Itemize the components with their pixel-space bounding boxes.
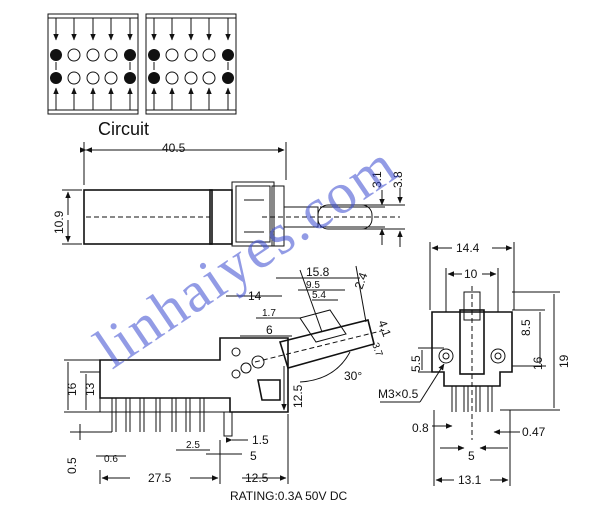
dim-end-8-5: 8.5 <box>519 319 533 336</box>
dim-side-13: 13 <box>83 382 97 396</box>
dim-side-4-1: 4.1 <box>375 318 394 339</box>
side-view: 14 15.8 9.5 5.4 2.4 1.7 6 4.1 3.7 30° 12… <box>64 265 394 485</box>
contact-open <box>67 71 81 85</box>
contact-open <box>202 71 216 85</box>
dim-end-5-5: 5.5 <box>409 355 423 372</box>
contact-open <box>86 48 100 62</box>
contact-filled <box>50 72 62 84</box>
contact-open <box>202 48 216 62</box>
side-shaft-angled <box>254 265 386 369</box>
dim-side-5-4: 5.4 <box>312 290 326 301</box>
dim-side-15-8: 15.8 <box>306 265 330 279</box>
dim-top-height: 10.9 <box>52 210 66 234</box>
top-view: 40.5 10.9 3.1 3.8 <box>52 141 405 247</box>
side-pivot <box>251 355 265 369</box>
contact-open <box>104 71 118 85</box>
contact-filled <box>50 49 62 61</box>
side-hole <box>231 347 241 357</box>
dim-side-16: 16 <box>65 382 79 396</box>
dim-top-width: 40.5 <box>162 141 186 155</box>
contact-open <box>67 48 81 62</box>
end-screw-hole <box>438 348 454 364</box>
watermark: linhaiyes.com <box>83 131 409 380</box>
dim-side-2-4: 2.4 <box>352 270 371 291</box>
dim-end-13-1: 13.1 <box>458 473 482 487</box>
end-screw-hole <box>490 348 506 364</box>
rating-label: RATING:0.3A 50V DC <box>230 489 347 503</box>
dim-side-12-5-v: 12.5 <box>291 384 305 408</box>
circuit-label: Circuit <box>98 119 149 139</box>
circuit-bank-right <box>145 13 237 115</box>
contact-open <box>184 71 198 85</box>
contact-filled <box>148 49 160 61</box>
contact-filled <box>124 72 136 84</box>
dim-side-27-5: 27.5 <box>148 471 172 485</box>
dim-end-16: 16 <box>531 356 545 370</box>
dim-end-19: 19 <box>557 354 571 368</box>
end-view: 14.4 10 8.5 16 19 <box>378 241 571 487</box>
dim-end-5: 5 <box>468 449 475 463</box>
dim-side-2-5: 2.5 <box>186 440 200 451</box>
dim-side-5: 5 <box>250 449 257 463</box>
contact-open <box>165 48 179 62</box>
side-clip <box>257 379 281 401</box>
top-mount <box>231 181 275 247</box>
dim-side-14: 14 <box>248 289 262 303</box>
end-body <box>431 311 513 387</box>
dim-side-angle: 30° <box>344 369 362 383</box>
screw-spec: M3×0.5 <box>378 387 419 401</box>
side-hole <box>240 362 252 374</box>
dim-side-3-7: 3.7 <box>369 341 384 358</box>
dim-shaft-small: 3.1 <box>370 171 384 188</box>
dim-end-14-4: 14.4 <box>456 241 480 255</box>
dim-side-6: 6 <box>266 323 273 337</box>
dim-side-1-5: 1.5 <box>252 433 269 447</box>
contact-filled <box>222 72 234 84</box>
contact-filled <box>124 49 136 61</box>
dim-side-0-6: 0.6 <box>104 454 118 465</box>
side-hole <box>231 369 241 379</box>
contact-open <box>165 71 179 85</box>
dim-side-9-5: 9.5 <box>306 280 320 291</box>
circuit-frame <box>47 13 139 115</box>
contact-open <box>104 48 118 62</box>
contact-open <box>86 71 100 85</box>
dim-side-1-7: 1.7 <box>262 308 276 319</box>
dim-shaft-large: 3.8 <box>391 171 405 188</box>
circuit-bank-left <box>47 13 139 115</box>
dim-side-12-5-h: 12.5 <box>245 471 269 485</box>
dim-side-0-5: 0.5 <box>65 457 79 474</box>
top-body <box>83 189 213 245</box>
side-pins <box>111 398 233 437</box>
circuit-diagram: Circuit <box>47 13 237 139</box>
circuit-frame <box>145 13 237 115</box>
dim-end-0-47: 0.47 <box>522 425 546 439</box>
dim-end-0-8: 0.8 <box>412 421 429 435</box>
end-pins <box>451 386 493 412</box>
contact-filled <box>148 72 160 84</box>
side-body <box>99 337 289 413</box>
dim-end-10: 10 <box>464 267 478 281</box>
contact-filled <box>222 49 234 61</box>
contact-open <box>184 48 198 62</box>
